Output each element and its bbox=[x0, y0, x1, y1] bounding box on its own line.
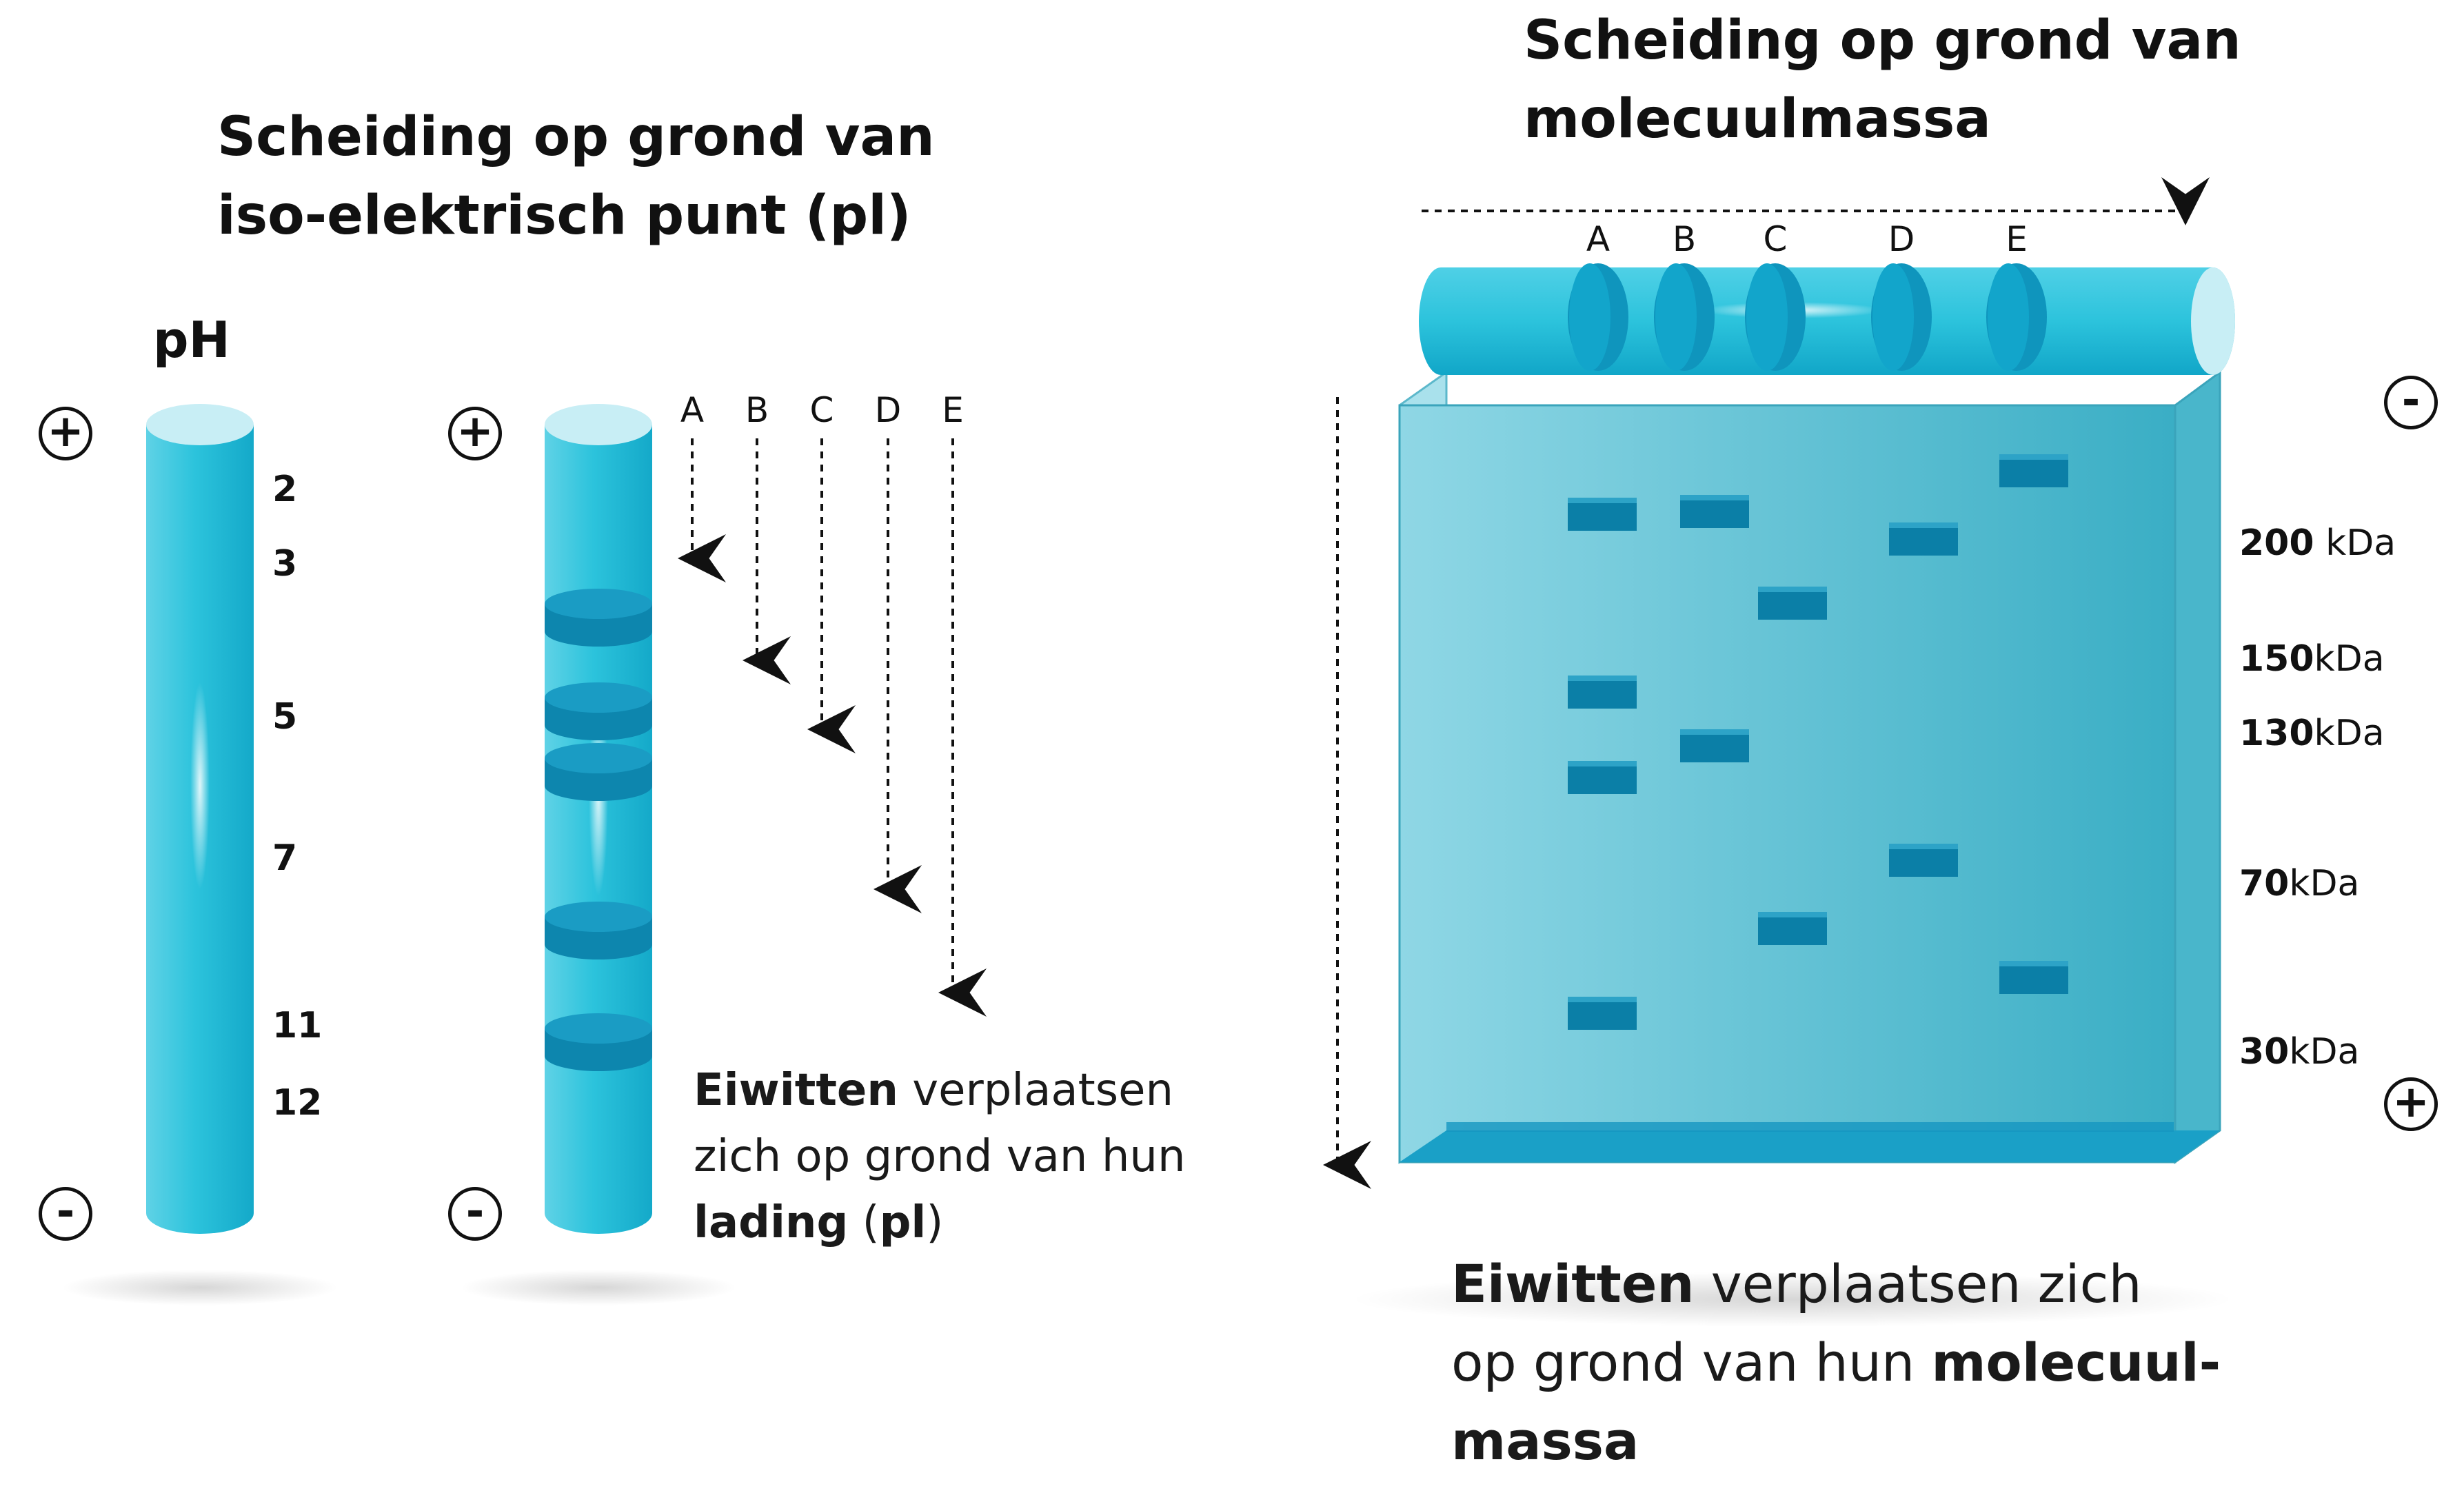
gel-lane-label: D bbox=[1888, 219, 1915, 259]
gel-band bbox=[1889, 522, 1958, 556]
kda-marker: 70kDa bbox=[2239, 863, 2360, 904]
ph-label: pH bbox=[153, 311, 230, 369]
negative-electrode-icon: - bbox=[2384, 376, 2438, 429]
gel-band bbox=[1568, 997, 1637, 1030]
sample-disc bbox=[1745, 263, 1806, 371]
sample-disc bbox=[1986, 263, 2047, 371]
gel-band bbox=[1999, 961, 2068, 994]
gel-band bbox=[1758, 912, 1827, 945]
protein-band bbox=[545, 1013, 652, 1071]
right-caption-line3: massa bbox=[1451, 1410, 1639, 1472]
gel-band bbox=[1758, 587, 1827, 620]
ief-bands bbox=[545, 589, 652, 1071]
gel-lane-label: A bbox=[1586, 219, 1610, 259]
left-caption-line2: zich op grond van hun bbox=[694, 1131, 1186, 1182]
ph-tick: 7 bbox=[272, 837, 298, 879]
ief-lane-label: A bbox=[680, 390, 705, 430]
left-caption-line1: Eiwitten verplaatsen bbox=[694, 1065, 1173, 1116]
positive-electrode-icon: + bbox=[39, 407, 92, 460]
left-title-line1: Scheiding op grond van bbox=[217, 106, 935, 168]
ph-tick: 11 bbox=[272, 1005, 323, 1046]
ief-lane-label: C bbox=[809, 390, 834, 430]
loading-tube bbox=[1419, 267, 2235, 375]
kda-marker: 130kDa bbox=[2239, 713, 2385, 754]
right-title-line1: Scheiding op grond van bbox=[1524, 10, 2241, 72]
gel-bands bbox=[1568, 454, 2068, 1030]
ief-tube bbox=[545, 404, 652, 1234]
sample-disc bbox=[1568, 263, 1628, 371]
positive-electrode-icon: + bbox=[448, 407, 502, 460]
caption-shadow bbox=[1351, 1272, 2234, 1327]
tube-shadow bbox=[62, 1270, 338, 1306]
gel-band bbox=[1680, 729, 1749, 762]
gel-lane-label: E bbox=[2006, 219, 2028, 259]
ph-tick: 2 bbox=[272, 469, 298, 510]
gel-band bbox=[1568, 498, 1637, 531]
gel-lane-label: B bbox=[1672, 219, 1697, 259]
gel-front-face bbox=[1398, 404, 2177, 1164]
left-title-line2: iso-elektrisch punt (pl) bbox=[217, 185, 911, 247]
ief-migration-arrows bbox=[678, 438, 987, 1017]
gel-right-face bbox=[2174, 370, 2221, 1164]
gel-band bbox=[1999, 454, 2068, 487]
gel-lane-label: C bbox=[1763, 219, 1788, 259]
sample-disc bbox=[1654, 263, 1715, 371]
ief-lane-label: B bbox=[745, 390, 769, 430]
gel-bottom-strip bbox=[1400, 1130, 2220, 1162]
kda-marker: 200 kDa bbox=[2239, 522, 2396, 564]
tube-shadow bbox=[461, 1270, 736, 1306]
right-caption-line2: op grond van hun molecuul- bbox=[1451, 1332, 2221, 1393]
right-caption-line1: Eiwitten verplaatsen zich bbox=[1451, 1253, 2142, 1314]
ph-gradient-tube bbox=[146, 404, 254, 1234]
negative-electrode-icon: - bbox=[448, 1187, 502, 1241]
positive-electrode-icon: + bbox=[2384, 1077, 2438, 1131]
protein-band bbox=[545, 682, 652, 740]
ph-tick: 12 bbox=[272, 1082, 323, 1124]
ph-tick: 5 bbox=[272, 696, 298, 738]
ph-tick: 3 bbox=[272, 543, 298, 585]
protein-band bbox=[545, 902, 652, 959]
negative-electrode-icon: - bbox=[39, 1187, 92, 1241]
kda-marker: 30kDa bbox=[2239, 1031, 2360, 1073]
gel-band bbox=[1568, 676, 1637, 709]
ief-lane-label: E bbox=[942, 390, 964, 430]
sample-disc bbox=[1871, 263, 1932, 371]
protein-band bbox=[545, 743, 652, 801]
ief-lane-label: D bbox=[874, 390, 902, 430]
kda-marker: 150kDa bbox=[2239, 638, 2385, 680]
gel-band bbox=[1568, 761, 1637, 794]
gel-band bbox=[1680, 495, 1749, 528]
protein-band bbox=[545, 589, 652, 647]
loading-discs bbox=[1568, 263, 2047, 371]
gel-band bbox=[1889, 844, 1958, 877]
right-title-line2: molecuulmassa bbox=[1524, 88, 1991, 150]
sds-gel-slab bbox=[1398, 370, 2221, 1164]
left-caption-line3: lading (pl) bbox=[694, 1197, 944, 1248]
